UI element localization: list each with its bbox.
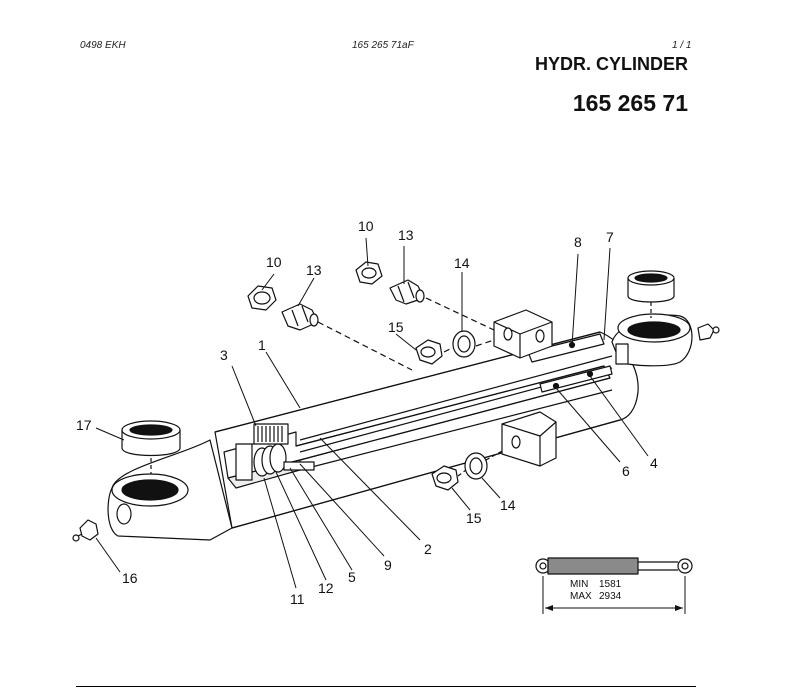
min-value: 1581 [599,579,622,590]
part-number: 165 265 71 [572,90,688,116]
piston-assembly [235,423,315,481]
max-value: 2934 [599,591,622,602]
plug-15-bottom [431,465,459,491]
washer-14-bottom [457,449,505,480]
callout-7: 7 [606,229,614,245]
bottom-rule [76,686,696,687]
callout-17: 17 [76,417,92,433]
callout-6: 6 [622,463,630,479]
left-eye-end [107,439,233,541]
washer-14-top [452,330,476,358]
callout-labels: 1 2 3 4 5 6 7 8 9 10 10 11 12 13 13 14 1… [76,218,658,607]
port-block-bottom [501,411,557,467]
leader-lines [95,237,649,589]
header-left-code: 0498 EKH [80,40,126,51]
callout-9: 9 [384,557,392,573]
callout-14-top: 14 [454,255,470,271]
min-label: MIN [570,579,588,590]
callout-10-right: 10 [358,218,374,234]
rod-slots [527,333,613,393]
callout-2: 2 [424,541,432,557]
callout-15-bottom: 15 [466,510,482,526]
length-dimension-inset: MIN 1581 MAX 2934 [535,557,693,614]
fitting-13-left [281,303,319,331]
nut-10-left [247,285,277,311]
nut-10-right [355,261,383,285]
port-block-top [493,309,553,359]
callout-13-left: 13 [306,262,322,278]
callout-11: 11 [290,591,305,607]
page-title: HYDR. CYLINDER [534,54,688,74]
grease-nipple-right [697,323,720,341]
right-rod-eye [611,313,693,367]
fitting-13-right [389,279,425,305]
max-label: MAX [570,591,592,602]
callout-8: 8 [574,234,582,250]
bushing-left [121,420,181,474]
header-page-number: 1 / 1 [672,40,692,51]
callout-3: 3 [220,347,228,363]
grease-nipple-left [72,519,99,542]
bushing-right [627,270,675,318]
callout-13-right: 13 [398,227,414,243]
callout-4: 4 [650,455,658,471]
callout-14-bottom: 14 [500,497,516,513]
callout-12: 12 [318,580,334,596]
plug-15-top [415,339,443,365]
callout-1: 1 [258,337,266,353]
header-doc-number: 165 265 71aF [352,40,414,51]
callout-5: 5 [348,569,356,585]
callout-15-top: 15 [388,319,404,335]
callout-16: 16 [122,570,138,586]
callout-10-left: 10 [266,254,282,270]
